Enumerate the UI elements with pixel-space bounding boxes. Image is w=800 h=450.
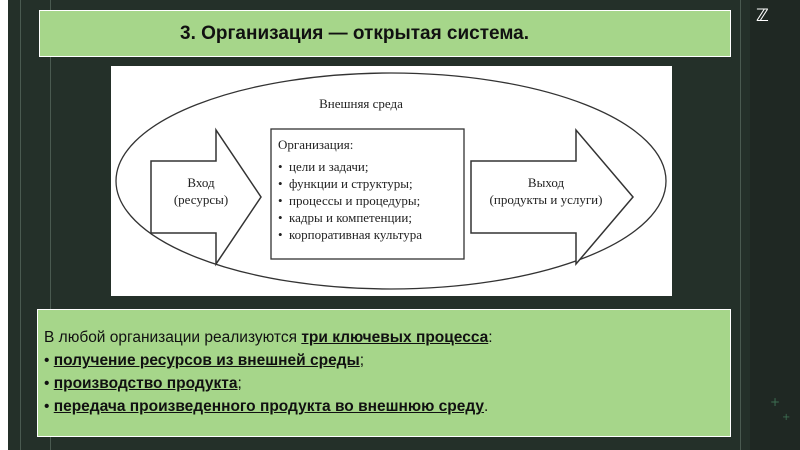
environment-ellipse bbox=[115, 72, 667, 290]
process-item: • получение ресурсов из внешней среды; bbox=[44, 349, 730, 372]
processes-intro: В любой организации реализуются три ключ… bbox=[44, 326, 730, 349]
org-item-bullet: • bbox=[278, 176, 283, 191]
z-logo-icon: ℤ bbox=[756, 6, 769, 26]
org-item-bullet: • bbox=[278, 210, 283, 225]
process-item-text: передача произведенного продукта во внеш… bbox=[53, 398, 485, 415]
process-item: • производство продукта; bbox=[44, 372, 730, 395]
divider-line bbox=[740, 0, 741, 450]
decor-plus-icon: + bbox=[782, 412, 791, 423]
bullet: • bbox=[44, 398, 54, 415]
organization-heading: Организация: bbox=[278, 137, 353, 152]
decor-plus-icon: + bbox=[770, 395, 781, 409]
bullet: • bbox=[44, 352, 54, 369]
output-arrow bbox=[470, 127, 634, 267]
diagram-svg: Внешняя среда Вход (ресурсы) Организация… bbox=[115, 72, 667, 290]
intro-text: В любой организации реализуются bbox=[44, 329, 302, 346]
process-item: • передача произведенного продукта во вн… bbox=[44, 395, 730, 418]
slide-title-box: 3. Организация — открытая система. bbox=[39, 10, 731, 57]
open-system-diagram: Внешняя среда Вход (ресурсы) Организация… bbox=[111, 66, 672, 296]
org-item: процессы и процедуры; bbox=[289, 193, 420, 208]
org-item: корпоративная культура bbox=[289, 227, 422, 242]
input-arrow bbox=[150, 127, 262, 267]
right-strip bbox=[750, 0, 800, 450]
org-item-bullet: • bbox=[278, 193, 283, 208]
divider-line bbox=[50, 0, 51, 450]
process-item-end: ; bbox=[359, 352, 365, 369]
input-label-line1: Вход bbox=[187, 175, 215, 190]
input-label-line2: (ресурсы) bbox=[174, 192, 228, 207]
bullet: • bbox=[44, 375, 54, 392]
process-item-end: ; bbox=[237, 375, 242, 392]
output-label-line2: (продукты и услуги) bbox=[490, 192, 603, 207]
org-item: цели и задачи; bbox=[289, 159, 369, 174]
divider-line bbox=[20, 0, 21, 450]
org-item-bullet: • bbox=[278, 159, 283, 174]
processes-text-box: В любой организации реализуются три ключ… bbox=[37, 309, 731, 437]
organization-box bbox=[270, 128, 465, 260]
process-item-end: . bbox=[484, 398, 489, 415]
output-label-line1: Выход bbox=[528, 175, 565, 190]
process-item-text: получение ресурсов из внешней среды bbox=[53, 352, 360, 369]
intro-end: : bbox=[488, 329, 493, 346]
intro-emphasis: три ключевых процесса bbox=[301, 329, 489, 346]
org-item: функции и структуры; bbox=[289, 176, 413, 191]
environment-label: Внешняя среда bbox=[319, 96, 403, 111]
org-item: кадры и компетенции; bbox=[289, 210, 412, 225]
org-item-bullet: • bbox=[278, 227, 283, 242]
process-item-text: производство продукта bbox=[53, 375, 238, 392]
slide-title: 3. Организация — открытая система. bbox=[180, 22, 530, 44]
